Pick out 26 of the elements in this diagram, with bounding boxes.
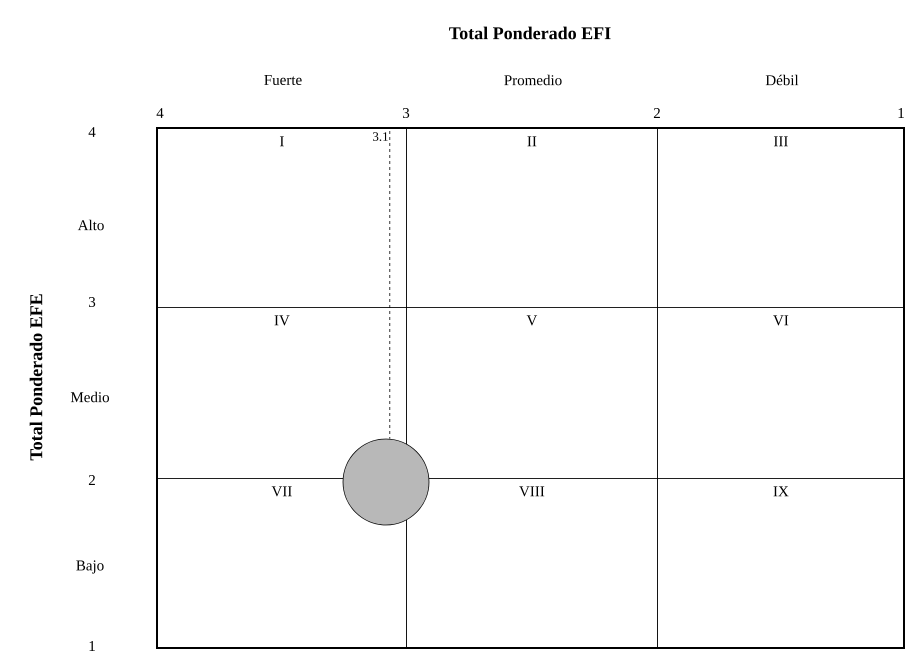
- tick-label: 3: [88, 296, 96, 308]
- column-label: Promedio: [504, 74, 562, 86]
- matrix-cell: VI: [657, 307, 905, 479]
- value-label: 3.1: [372, 132, 388, 141]
- row-label: Medio: [70, 392, 110, 402]
- axis-title: Total Ponderado EFE: [30, 294, 42, 460]
- tick-label: 3: [402, 108, 410, 118]
- matrix-cell: IV: [157, 307, 407, 479]
- matrix-cell: VIII: [406, 478, 658, 649]
- position-circle: [342, 438, 430, 526]
- tick-label: 2: [88, 475, 95, 485]
- row-label: Alto: [78, 220, 104, 230]
- tick-label: 4: [156, 108, 164, 118]
- tick-label: 2: [654, 108, 660, 118]
- column-label: Débil: [766, 74, 798, 86]
- tick-label: 1: [90, 641, 95, 651]
- column-label: Fuerte: [264, 75, 302, 85]
- node-label: I: [280, 136, 284, 146]
- matrix-cell: II: [406, 128, 658, 308]
- tick-label: 4: [88, 127, 96, 137]
- row-label: Bajo: [76, 560, 104, 574]
- matrix-cell: V: [406, 307, 658, 479]
- matrix-cell: III: [657, 128, 905, 308]
- leader-line: [389, 130, 390, 439]
- matrix-cell: IX: [657, 478, 905, 649]
- axis-title: Total Ponderado EFI: [449, 26, 611, 40]
